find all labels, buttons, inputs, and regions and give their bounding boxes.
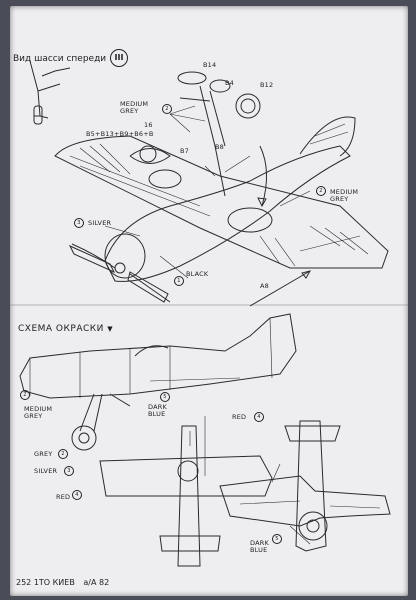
aircraft-isometric-drawing [54,71,389,307]
color-dark-blue-2: DARK BLUE [250,539,269,554]
paint-code-red-1: 4 [254,412,264,422]
part-label-b12: B12 [260,81,274,89]
paint-code-medium-grey: 2 [20,390,30,400]
aircraft-side-profile-drawing [19,313,297,451]
part-label-b7: B7 [180,147,189,155]
color-black: BLACK [186,270,209,278]
paint-code-silver: 3 [74,218,84,228]
aircraft-underside-drawing [219,420,391,552]
part-label-b8: B8 [215,143,224,151]
paint-code-dark-blue-2: 5 [272,534,282,544]
part-label-a8: A8 [260,282,269,290]
color-red-2: RED [56,493,71,501]
part-label-b14: B14 [203,61,217,69]
instruction-sheet: Вид шасси спереди III B14 B4 B12 B5+B13+… [10,6,408,596]
print-code: а/А 82 [83,578,110,587]
drawings [19,60,391,567]
part-label-b5-group: B5+B13+B9+B6+B [86,130,154,138]
color-silver-2: SILVER [34,467,58,475]
color-medium-grey-2: MEDIUM GREY [330,188,359,203]
color-medium-grey: MEDIUM GREY [24,405,53,420]
part-label-b4: B4 [225,79,234,87]
paint-code-black: 1 [174,276,184,286]
paint-code-dark-blue-1: 5 [160,392,170,402]
part-label-16: 16 [144,121,153,129]
gear-front-view-drawing [29,60,71,125]
paper-fold-line [10,304,408,306]
paint-scheme-title-text: СХЕМА ОКРАСКИ [18,324,104,334]
paint-code-red-2: 4 [72,490,82,500]
paint-code-silver-2: 3 [64,466,74,476]
paint-code-mg2: 2 [316,186,326,196]
paint-scheme-title: СХЕМА ОКРАСКИ ▼ [18,324,114,334]
aircraft-top-view-drawing [99,416,273,567]
paint-code-mg1: 2 [162,104,172,114]
color-red-1: RED [232,413,247,421]
printer-imprint: 252 1ТО КИЕВ [16,578,75,587]
color-grey: GREY [34,450,53,458]
stage-number-badge: III [110,49,128,67]
gear-view-title: Вид шасси спереди [13,54,107,64]
footer-imprint: 252 1ТО КИЕВ а/А 82 [16,578,109,587]
color-silver: SILVER [88,219,112,227]
color-dark-blue-1: DARK BLUE [148,403,167,418]
paint-code-grey: 2 [58,449,68,459]
color-medium-grey-1: MEDIUM GREY [120,100,149,115]
